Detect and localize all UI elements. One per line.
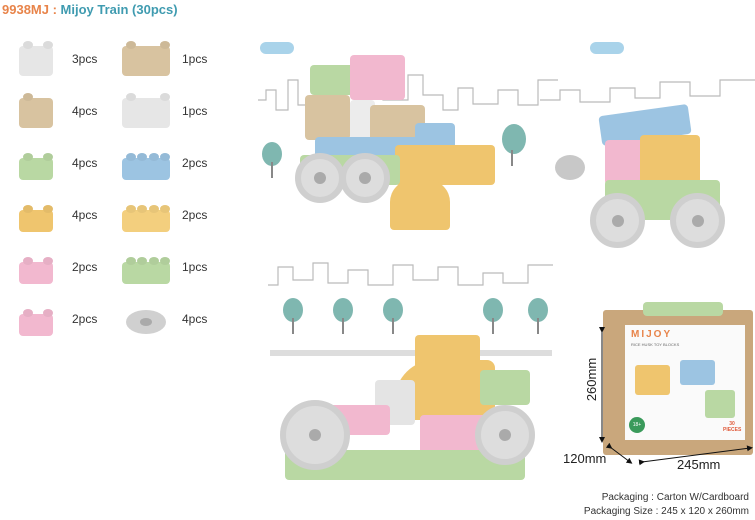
blue-4x1-block-icon [122,148,170,180]
part-item: 4pcs [12,144,127,184]
part-count: 3pcs [72,52,98,66]
part-item: 2pcs [122,196,237,236]
yellow-4x1-block-icon [122,200,170,232]
part-item: 4pcs [12,92,127,132]
yellow-arch-block-icon [12,200,60,232]
green-4x2-block-icon [122,252,170,284]
tree-icon [333,298,353,334]
tree-icon [283,298,303,334]
city-skyline-right [540,79,755,103]
part-item: 1pcs [122,248,237,288]
train-toy-illustration [295,45,495,230]
cloud-icon [260,42,294,54]
part-count: 1pcs [182,104,208,118]
packaging-type: Packaging : Carton W/Cardboard [601,492,749,503]
truck-toy-illustration [280,330,535,490]
beige-2x2-tall-block-icon [122,41,170,76]
smoke-icon [555,150,595,185]
packaging-size: Packaging Size : 245 x 120 x 260mm [583,506,749,517]
age-badge: 18+ [629,417,645,433]
part-item: 2pcs [122,144,237,184]
box-subtitle: RICE HUSK TOY BLOCKS [631,342,680,347]
part-item: 2pcs [12,300,127,340]
grey-wheel-icon [122,304,170,336]
part-count: 2pcs [182,208,208,222]
part-count: 1pcs [182,260,208,274]
product-title: 9938MJ : Mijoy Train (30pcs) [2,2,178,17]
cloud-icon [590,42,624,54]
pieces-badge: 30 PIECES [723,421,742,433]
part-count: 4pcs [72,156,98,170]
car-toy-illustration [590,103,730,255]
part-count: 2pcs [72,260,98,274]
tree-icon [262,142,282,178]
part-item: 2pcs [12,248,127,288]
tree-icon [528,298,548,334]
product-box: MIJOY RICE HUSK TOY BLOCKS 18+ 30 PIECES [603,302,753,455]
pink-connector-block-icon [12,304,60,336]
part-item: 1pcs [122,40,237,80]
green-2x1-block-icon [12,148,60,180]
part-item: 1pcs [122,92,237,132]
tree-icon [502,124,526,166]
part-count: 4pcs [182,312,208,326]
road [270,350,552,356]
part-count: 1pcs [182,52,208,66]
city-skyline-bottom [268,262,553,286]
part-count: 4pcs [72,208,98,222]
part-item: 4pcs [12,196,127,236]
part-count: 2pcs [72,312,98,326]
depth-dimension: 120mm [563,451,607,466]
beige-1x1-tall-block-icon [12,93,60,128]
white-2x1-tall-block-icon [12,41,60,76]
part-item: 4pcs [122,300,237,340]
height-dimension: 260mm [584,357,600,402]
dimension-arrows [599,327,753,466]
box-brand-logo: MIJOY [631,329,673,340]
width-dimension: 245mm [677,457,721,472]
part-count: 4pcs [72,104,98,118]
white-2x2-tall-block-icon [122,93,170,128]
pink-2x2-block-icon [12,252,60,284]
part-item: 3pcs [12,40,127,80]
part-count: 2pcs [182,156,208,170]
tree-icon [483,298,503,334]
tree-icon [383,298,403,334]
